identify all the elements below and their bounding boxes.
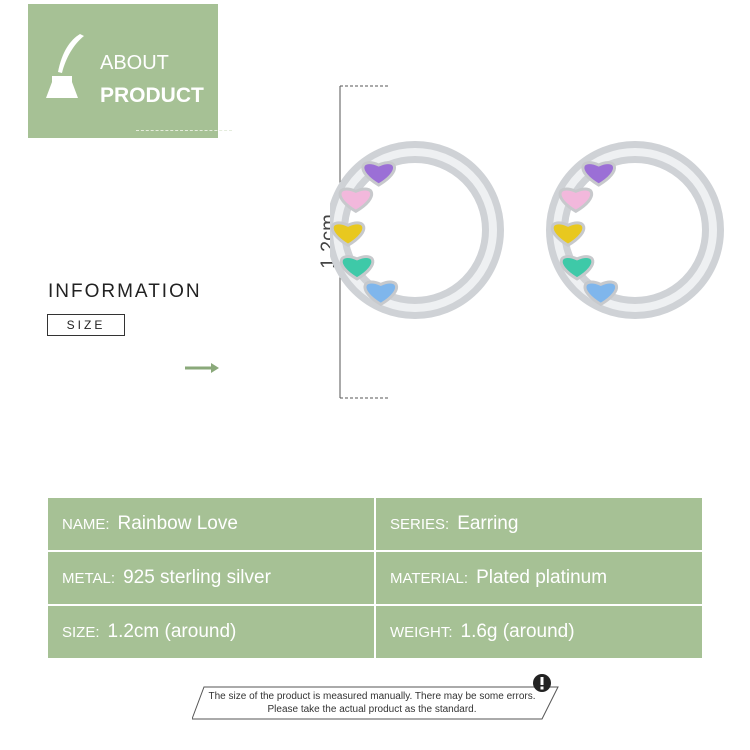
information-heading: INFORMATION [48, 281, 202, 302]
spec-row: METAL: 925 sterling silver MATERIAL: Plated… [46, 550, 704, 606]
spec-key: SIZE: [62, 624, 100, 641]
about-product-banner: ABOUT PRODUCT [28, 4, 232, 138]
spec-cell: NAME: Rainbow Love [46, 496, 376, 552]
divider [136, 130, 232, 131]
earring [330, 141, 504, 319]
heart-charm [363, 280, 399, 307]
spec-cell: SIZE: 1.2cm (around) [46, 604, 376, 660]
spec-key: METAL: [62, 570, 116, 587]
heart-charm [583, 280, 619, 307]
earring [546, 141, 724, 319]
spec-key: NAME: [62, 516, 110, 533]
heart-charm [581, 161, 616, 187]
quill-ink-icon [46, 34, 84, 98]
heart-charm [330, 221, 366, 247]
spec-value: 1.6g (around) [460, 621, 575, 642]
spec-cell: METAL: 925 sterling silver [46, 550, 376, 606]
spec-value: Rainbow Love [117, 513, 238, 534]
heart-charm [550, 221, 586, 247]
heart-charm [361, 161, 396, 187]
disclaimer-note: The size of the product is measured manu… [192, 674, 559, 720]
heart-charm [558, 187, 594, 214]
earrings-image [330, 141, 724, 319]
about-label: ABOUT [100, 52, 169, 74]
spec-value: Plated platinum [476, 567, 608, 588]
spec-cell: WEIGHT: 1.6g (around) [374, 604, 704, 660]
spec-row: SIZE: 1.2cm (around) WEIGHT: 1.6g (around) [46, 604, 704, 660]
heart-charm [339, 255, 375, 281]
heart-charm [559, 255, 595, 281]
spec-cell: SERIES: Earring [374, 496, 704, 552]
product-label: PRODUCT [100, 84, 204, 107]
size-tag: SIZE [47, 314, 125, 336]
spec-value: 1.2cm (around) [107, 621, 237, 642]
note-line-1: The size of the product is measured manu… [208, 691, 536, 702]
spec-key: WEIGHT: [390, 624, 453, 641]
spec-row: NAME: Rainbow Love SERIES: Earring [46, 496, 704, 552]
arrow-right-icon [185, 363, 219, 373]
spec-value: 925 sterling silver [123, 567, 271, 588]
spec-cell: MATERIAL: Plated platinum [374, 550, 704, 606]
exclamation-icon [533, 674, 551, 692]
note-line-2: Please take the actual product as the st… [267, 704, 477, 715]
heart-charm [338, 187, 374, 214]
spec-value: Earring [457, 513, 519, 534]
spec-key: SERIES: [390, 516, 450, 533]
spec-key: MATERIAL: [390, 570, 469, 587]
